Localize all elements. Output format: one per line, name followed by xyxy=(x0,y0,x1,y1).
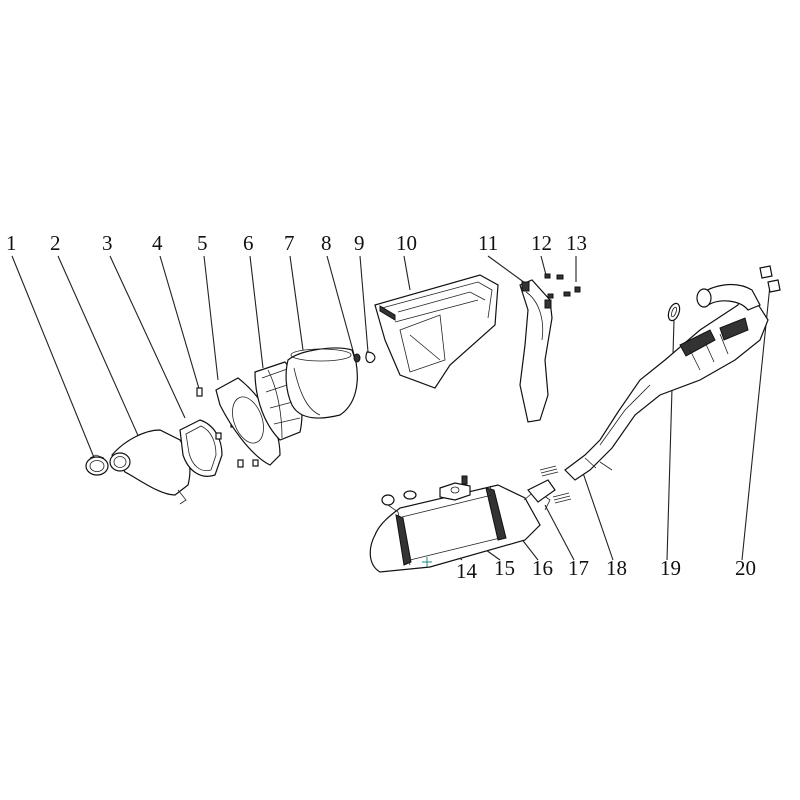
callout-14: 14 xyxy=(456,559,478,583)
part-7-air-filter xyxy=(285,347,358,419)
callout-18: 18 xyxy=(606,556,627,580)
part-3-gasket xyxy=(179,419,223,477)
callout-2: 2 xyxy=(50,231,61,255)
callout-6: 6 xyxy=(243,231,254,255)
part-12-bolts xyxy=(544,273,554,299)
callout-8: 8 xyxy=(321,231,332,255)
part-14-muffler xyxy=(369,484,551,573)
part-18-header-pipe xyxy=(564,283,769,481)
callout-12: 12 xyxy=(531,231,552,255)
crosshair-marker xyxy=(422,557,432,567)
leader-lines xyxy=(11,255,771,561)
part-17-springs xyxy=(527,465,572,504)
callout-20: 20 xyxy=(735,556,756,580)
part-10-airbox xyxy=(374,274,499,389)
callout-10: 10 xyxy=(396,231,417,255)
part-16-washer-mount xyxy=(403,475,471,501)
part-11-bracket xyxy=(519,279,553,423)
callout-19: 19 xyxy=(660,556,681,580)
part-8-clip xyxy=(353,353,361,363)
callout-5: 5 xyxy=(197,231,208,255)
callout-4: 4 xyxy=(152,231,163,255)
callout-1: 1 xyxy=(6,231,17,255)
callout-7: 7 xyxy=(284,231,295,255)
callout-numbers: 1 2 3 4 5 6 7 8 9 10 11 12 13 14 15 16 1… xyxy=(6,231,756,583)
callout-3: 3 xyxy=(102,231,113,255)
callout-13: 13 xyxy=(566,231,587,255)
callout-16: 16 xyxy=(532,556,553,580)
part-2-intake-boot xyxy=(109,429,191,505)
part-20-nuts xyxy=(759,265,781,293)
part-5-filter-plate xyxy=(215,377,281,466)
callout-15: 15 xyxy=(494,556,515,580)
part-19-gasket xyxy=(667,302,681,322)
callout-9: 9 xyxy=(354,231,365,255)
callout-11: 11 xyxy=(478,231,498,255)
part-1-hose-clamp xyxy=(85,454,109,476)
part-15-bolt xyxy=(381,494,399,513)
callout-17: 17 xyxy=(568,556,589,580)
part-9-grommet xyxy=(365,351,376,364)
part-13-bolts xyxy=(556,274,581,297)
